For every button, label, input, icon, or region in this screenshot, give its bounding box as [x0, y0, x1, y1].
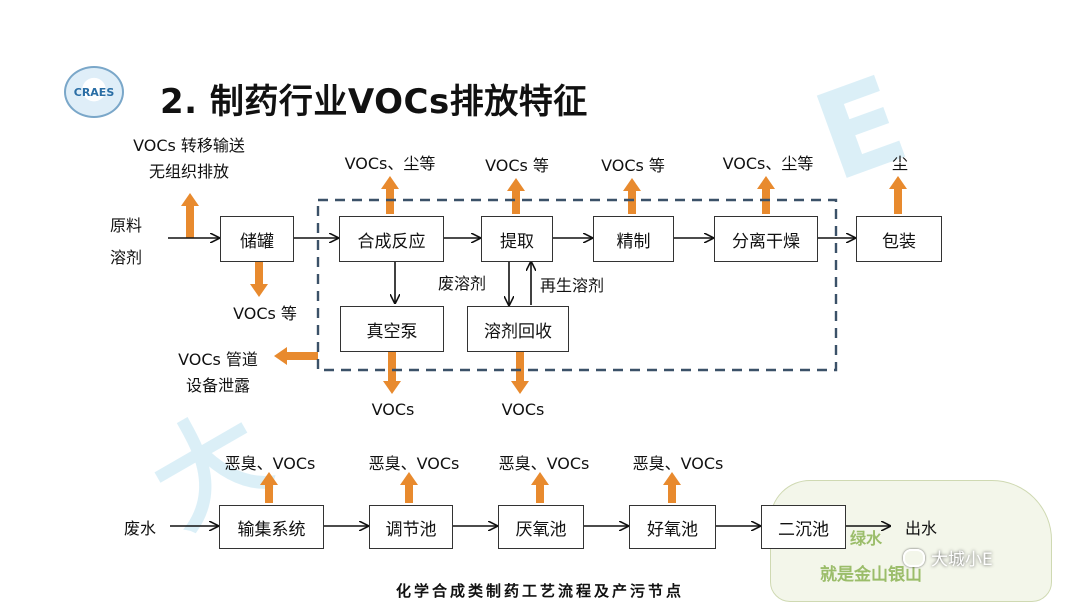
ww-output-label: 出水 [905, 519, 938, 538]
emission-synthesis: VOCs、尘等 [344, 154, 436, 173]
emission-storage: VOCs 等 [233, 304, 297, 323]
box-ww-collection: 输集系统 [219, 505, 324, 549]
emission-extraction: VOCs 等 [485, 156, 549, 175]
flow-label-regenerated: 再生溶剂 [540, 276, 605, 295]
ww-input-label: 废水 [124, 519, 157, 538]
leak-label-1: VOCs 管道 [178, 350, 258, 369]
slogan-line1: 绿水 [850, 529, 883, 548]
page-title: 2. 制药行业VOCs排放特征 [160, 82, 588, 122]
ww-emission-regulating: 恶臭、VOCs [368, 454, 460, 473]
emission-packaging: 尘 [891, 154, 908, 173]
box-extraction: 提取 [481, 216, 553, 262]
box-synthesis: 合成反应 [339, 216, 444, 262]
chat-bubble-icon [903, 548, 925, 567]
arrow-drying [757, 176, 775, 214]
emission-drying: VOCs、尘等 [722, 154, 814, 173]
box-separation-drying: 分离干燥 [714, 216, 818, 262]
arrow-recovery [511, 352, 529, 394]
logo-text: CRAES [73, 86, 115, 99]
arrow-ww-aerobic [663, 472, 681, 503]
watermark-badge: 大城小E [903, 545, 993, 570]
arrow-refining [623, 178, 641, 214]
emission-vacuum: VOCs [371, 400, 415, 419]
ww-emission-collection: 恶臭、VOCs [224, 454, 316, 473]
craes-logo [64, 66, 124, 118]
box-ww-anaerobic: 厌氧池 [498, 505, 584, 549]
box-ww-regulating: 调节池 [369, 505, 453, 549]
emission-recovery: VOCs [501, 400, 545, 419]
arrow-ww-anaerobic [531, 472, 549, 503]
input-label-solvent: 溶剂 [110, 248, 143, 267]
box-storage: 储罐 [220, 216, 294, 262]
arrow-transfer [181, 193, 199, 238]
box-ww-secondary-settling: 二沉池 [761, 505, 846, 549]
process-dashed-frame [316, 198, 838, 372]
box-solvent-recovery: 溶剂回收 [467, 306, 569, 352]
figure-caption: 化学合成类制药工艺流程及产污节点 [395, 582, 684, 600]
box-vacuum-pump: 真空泵 [340, 306, 444, 352]
arrow-synthesis [381, 176, 399, 214]
ww-emission-aerobic: 恶臭、VOCs [632, 454, 724, 473]
arrow-vacuum [383, 352, 401, 394]
transfer-label-2: 无组织排放 [148, 162, 229, 181]
arrow-leak [274, 347, 318, 365]
arrow-extraction [507, 178, 525, 214]
slogan-line2: 就是金山银山 [820, 565, 922, 585]
arrow-packaging [889, 176, 907, 214]
emission-refining: VOCs 等 [601, 156, 665, 175]
ww-emission-anaerobic: 恶臭、VOCs [498, 454, 590, 473]
box-refining: 精制 [593, 216, 674, 262]
watermark-badge-text: 大城小E [931, 550, 993, 570]
leak-label-2: 设备泄露 [185, 376, 250, 395]
input-label-raw: 原料 [110, 216, 143, 235]
transfer-label-1: VOCs 转移输送 [133, 136, 245, 155]
flow-label-waste-solvent: 废溶剂 [438, 274, 487, 293]
arrow-storage [250, 262, 268, 297]
arrow-ww-regulating [400, 472, 418, 503]
box-packaging: 包装 [856, 216, 942, 262]
box-ww-aerobic: 好氧池 [629, 505, 716, 549]
arrow-ww-collection [260, 472, 278, 503]
